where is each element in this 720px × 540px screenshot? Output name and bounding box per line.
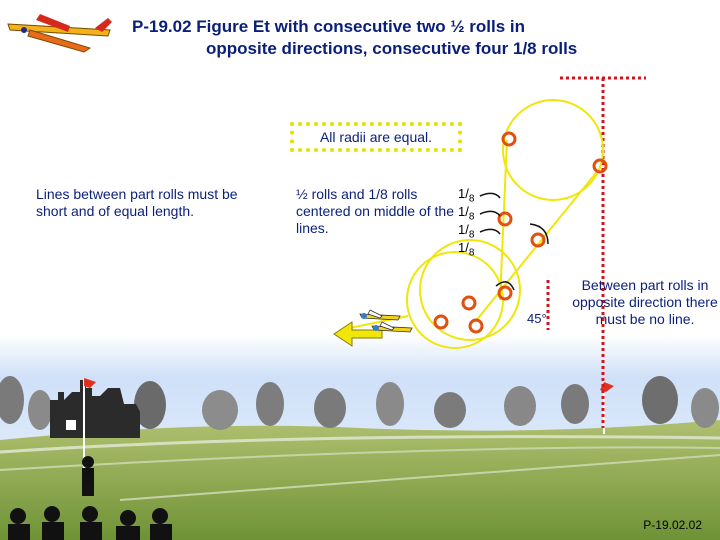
roll-arrow — [529, 223, 549, 245]
roll-markers — [433, 131, 608, 334]
roll-marker — [497, 211, 513, 227]
roll-arrow — [495, 281, 515, 291]
radii-note: All radii are equal. — [319, 129, 433, 145]
right-note: Between part rolls in opposite direction… — [572, 277, 718, 327]
roll-marker — [530, 232, 546, 248]
roll-arrow — [479, 192, 501, 199]
plane-icon — [359, 309, 401, 321]
castle-icon — [50, 380, 140, 438]
mid-note: ½ rolls and 1/8 rolls centered on middle… — [296, 186, 454, 236]
lower-loop-2 — [419, 239, 521, 341]
eighth-label: 1/8 — [458, 204, 475, 223]
top-loop — [502, 99, 604, 201]
eighth-label: 1/8 — [458, 240, 475, 259]
runway-edge — [0, 435, 720, 454]
roll-arrows — [479, 192, 549, 291]
runway-line — [0, 446, 720, 471]
left-note: Lines between part rolls must be short a… — [36, 186, 238, 219]
title-line-2: opposite directions, consecutive four 1/… — [206, 39, 578, 58]
roll-marker — [592, 158, 608, 174]
roll-arrow — [479, 210, 501, 217]
roll-arrow — [479, 228, 501, 235]
left-flag-icon — [83, 378, 96, 470]
direction-arrow-icon — [333, 321, 383, 347]
page-title: P-19.02 Figure Et with consecutive two ½… — [132, 16, 712, 60]
eighth-label: 1/8 — [458, 186, 475, 205]
roll-marker — [433, 314, 449, 330]
roll-marker — [461, 295, 477, 311]
logo-plane-icon — [7, 14, 112, 53]
tree-row — [0, 376, 719, 430]
roll-marker — [468, 318, 484, 334]
eighth-label: 1/8 — [458, 222, 475, 241]
ground — [0, 420, 720, 540]
title-line-1: P-19.02 Figure Et with consecutive two ½… — [132, 17, 525, 36]
angle-label: 45° — [527, 311, 547, 326]
roll-marker — [497, 285, 513, 301]
plane-icon — [371, 321, 413, 333]
roll-marker — [501, 131, 517, 147]
footer-code: P-19.02.02 — [643, 518, 702, 532]
judges-icon — [8, 456, 172, 540]
diagonal-track — [119, 454, 720, 501]
vertical-line — [499, 139, 508, 301]
radii-note-box: All radii are equal. — [290, 122, 462, 152]
